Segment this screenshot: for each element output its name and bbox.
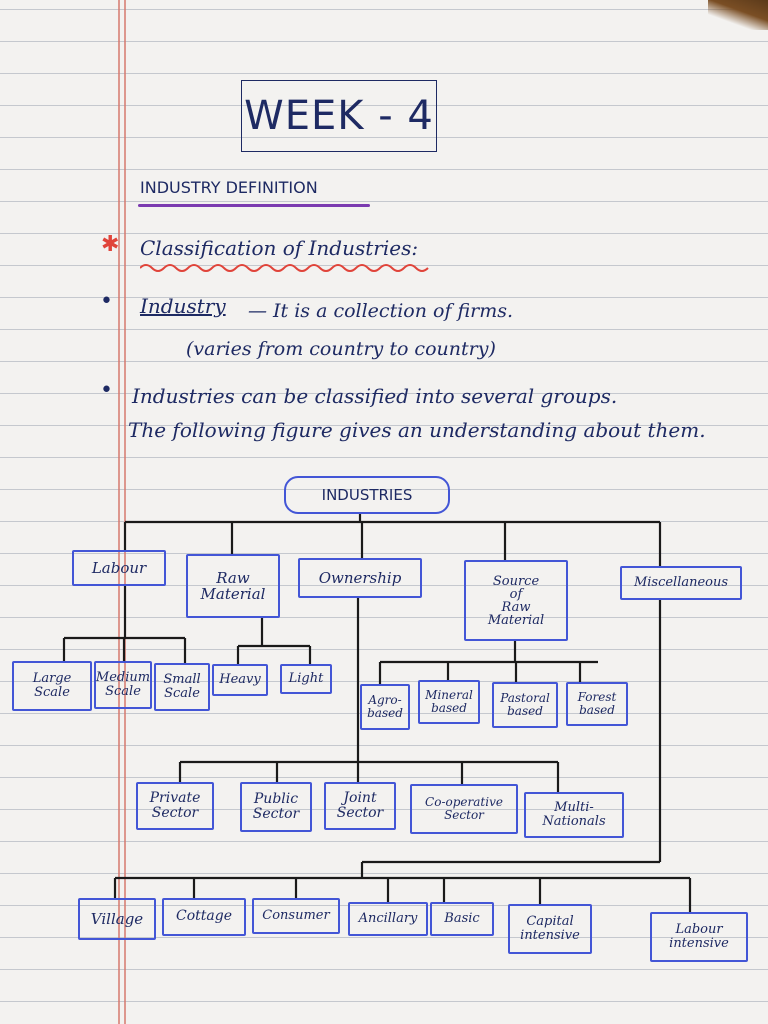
capital-intensive-node: Capital intensive — [508, 904, 592, 954]
page-title-box: WEEK - 4 — [241, 80, 437, 152]
classification-text-line: The following figure gives an understand… — [128, 418, 706, 442]
consumer-node: Consumer — [252, 898, 340, 934]
mineral-based-node: Mineral based — [418, 680, 480, 724]
industry-definition-text: — It is a collection of firms. — [248, 300, 514, 322]
industry-term: Industry — [140, 294, 226, 318]
source-of-raw-material-node: Source of Raw Material — [464, 560, 568, 641]
classification-text-line: Industries can be classified into severa… — [132, 384, 618, 408]
star-icon: ✱ — [101, 232, 120, 257]
joint-sector-node: Joint Sector — [324, 782, 396, 830]
private-sector-node: Private Sector — [136, 782, 214, 830]
miscellaneous-node: Miscellaneous — [620, 566, 742, 600]
medium-scale-node: Medium Scale — [94, 661, 152, 709]
subheading-squiggle-underline — [140, 264, 429, 272]
margin-line — [124, 0, 126, 1024]
large-scale-node: Large Scale — [12, 661, 92, 711]
basic-node: Basic — [430, 902, 494, 936]
cottage-node: Cottage — [162, 898, 246, 936]
margin-line — [118, 0, 120, 1024]
labour-node: Labour — [72, 550, 166, 586]
pastoral-based-node: Pastoral based — [492, 682, 558, 728]
cooperative-sector-node: Co-operative Sector — [410, 784, 518, 834]
subheading: Classification of Industries: — [140, 236, 419, 260]
ancillary-node: Ancillary — [348, 902, 428, 936]
labour-intensive-node: Labour intensive — [650, 912, 748, 962]
raw-material-node: Raw Material — [186, 554, 280, 618]
industry-definition-note: (varies from country to country) — [186, 338, 496, 360]
heavy-node: Heavy — [212, 664, 268, 696]
forest-based-node: Forest based — [566, 682, 628, 726]
village-node: Village — [78, 898, 156, 940]
section-heading: INDUSTRY DEFINITION — [140, 178, 318, 197]
multinationals-node: Multi- Nationals — [524, 792, 624, 838]
industries-root-node: INDUSTRIES — [284, 476, 450, 514]
public-sector-node: Public Sector — [240, 782, 312, 832]
small-scale-node: Small Scale — [154, 663, 210, 711]
bullet-dot: • — [100, 378, 113, 403]
ownership-node: Ownership — [298, 558, 422, 598]
section-heading-underline — [138, 204, 370, 207]
page-title: WEEK - 4 — [244, 93, 434, 139]
bullet-dot: • — [100, 289, 113, 314]
light-node: Light — [280, 664, 332, 694]
agro-based-node: Agro- based — [360, 684, 410, 730]
table-corner — [708, 0, 768, 30]
